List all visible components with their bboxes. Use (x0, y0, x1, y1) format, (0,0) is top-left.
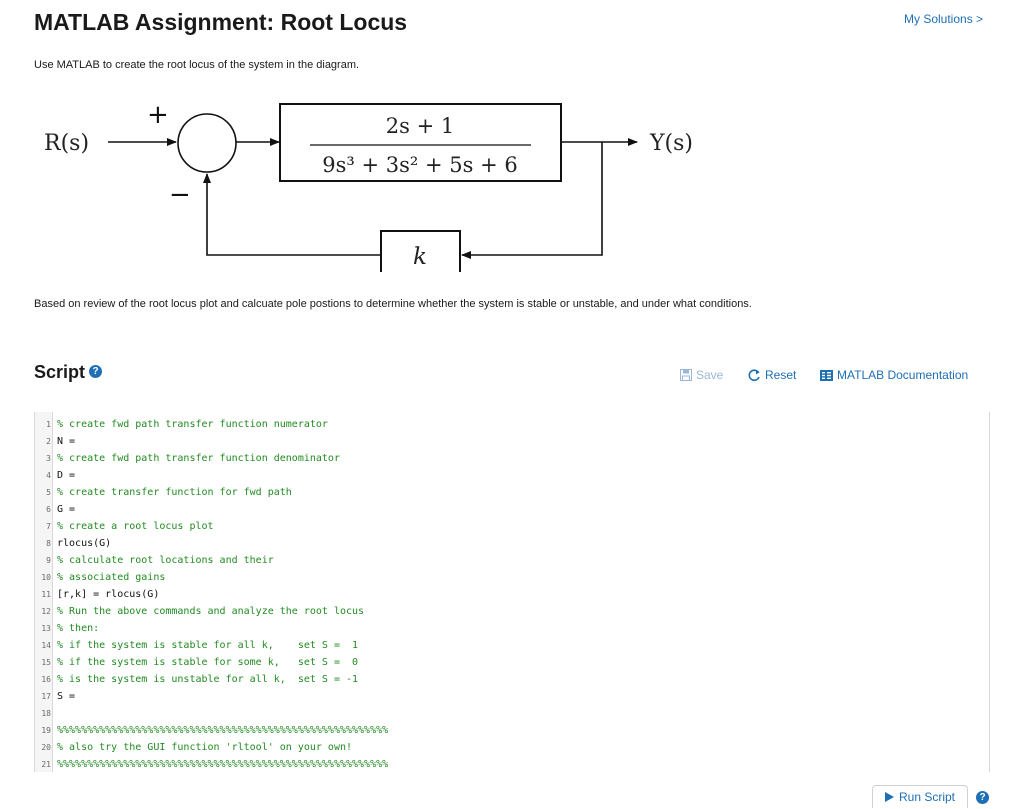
code-text[interactable]: [r,k] = rlocus(G) (57, 589, 160, 600)
code-line[interactable]: 2 N = (35, 433, 975, 450)
line-number: 5 (46, 488, 51, 497)
help-icon[interactable]: ? (89, 364, 103, 378)
code-line[interactable]: 5 % create transfer function for fwd path (35, 484, 975, 501)
code-line[interactable]: 19%%%%%%%%%%%%%%%%%%%%%%%%%%%%%%%%%%%%%%… (35, 722, 975, 739)
save-button[interactable]: Save (680, 368, 723, 382)
instructions-text: Use MATLAB to create the root locus of t… (34, 59, 360, 71)
line-number: 2 (46, 437, 51, 446)
line-number: 20 (41, 743, 51, 752)
code-text[interactable]: N = (57, 436, 76, 447)
feedback-path-right (461, 142, 603, 259)
code-line[interactable]: 3 % create fwd path transfer function den… (35, 450, 975, 467)
question-text: Based on review of the root locus plot a… (34, 298, 752, 310)
feedback-path-left (203, 173, 381, 256)
code-text[interactable]: % if the system is stable for all k, set… (57, 640, 359, 651)
line-number: 15 (41, 658, 51, 667)
feedback-block (380, 230, 461, 272)
save-icon (680, 369, 692, 381)
input-label: R(s) (44, 131, 89, 156)
matlab-documentation-link[interactable]: MATLAB Documentation (820, 368, 968, 382)
code-line[interactable]: 6 G = (35, 501, 975, 518)
code-text[interactable]: % create transfer function for fwd path (57, 487, 292, 498)
reset-button[interactable]: Reset (748, 368, 796, 382)
code-line[interactable]: 9 % calculate root locations and their (35, 552, 975, 569)
code-line[interactable]: 7 % create a root locus plot (35, 518, 975, 535)
code-line[interactable]: 18 (35, 705, 975, 722)
code-line[interactable]: 14 % if the system is stable for all k, s… (35, 637, 975, 654)
line-number: 11 (41, 590, 51, 599)
code-text[interactable]: % calculate root locations and their (57, 555, 274, 566)
run-script-button[interactable]: Run Script (872, 785, 968, 808)
line-number: 8 (46, 539, 51, 548)
code-text[interactable]: % create fwd path transfer function nume… (57, 419, 328, 430)
documentation-label: MATLAB Documentation (837, 368, 969, 382)
code-line[interactable]: 8 rlocus(G) (35, 535, 975, 552)
tf-denominator: 9s³ + 3s² + 5s + 6 (322, 153, 517, 177)
script-heading: Script? (34, 362, 103, 383)
line-number: 17 (41, 692, 51, 701)
reset-label: Reset (765, 368, 797, 382)
line-number: 3 (46, 454, 51, 463)
code-line[interactable]: 1 % create fwd path transfer function num… (35, 416, 975, 433)
my-solutions-link[interactable]: My Solutions > (904, 12, 984, 26)
line-number: 4 (46, 471, 51, 480)
line-number: 18 (41, 709, 51, 718)
line-number: 10 (41, 573, 51, 582)
code-text[interactable]: % then: (57, 623, 100, 634)
output-label: Y(s) (649, 131, 693, 156)
line-number: 1 (46, 420, 51, 429)
line-number: 16 (41, 675, 51, 684)
code-text[interactable]: % also try the GUI function 'rltool' on … (57, 742, 353, 753)
line-number: 13 (41, 624, 51, 633)
code-text[interactable]: %%%%%%%%%%%%%%%%%%%%%%%%%%%%%%%%%%%%%%%%… (57, 759, 389, 770)
save-label: Save (696, 368, 724, 382)
code-text[interactable]: % is the system is unstable for all k, s… (57, 674, 359, 685)
code-line[interactable]: 16 % is the system is unstable for all k,… (35, 671, 975, 688)
code-editor[interactable]: 1 % create fwd path transfer function num… (34, 412, 990, 772)
page-title: MATLAB Assignment: Root Locus (34, 9, 408, 35)
code-line[interactable]: 15 % if the system is stable for some k, … (35, 654, 975, 671)
line-number: 14 (41, 641, 51, 650)
script-heading-label: Script (34, 362, 86, 382)
code-line[interactable]: 10 % associated gains (35, 569, 975, 586)
summing-junction (177, 113, 237, 173)
code-line[interactable]: 12 % Run the above commands and analyze t… (35, 603, 975, 620)
minus-sign: − (169, 180, 191, 210)
line-number: 12 (41, 607, 51, 616)
line-number: 6 (46, 505, 51, 514)
code-text[interactable]: rlocus(G) (57, 538, 112, 549)
feedback-gain: k (413, 244, 427, 270)
line-number: 19 (41, 726, 51, 735)
code-text[interactable]: G = (57, 504, 76, 515)
line-number: 7 (46, 522, 51, 531)
help-icon[interactable]: ? (976, 791, 989, 804)
documentation-icon (820, 369, 833, 381)
plus-sign: + (147, 100, 169, 130)
code-text[interactable]: % if the system is stable for some k, se… (57, 657, 359, 668)
code-text[interactable]: %%%%%%%%%%%%%%%%%%%%%%%%%%%%%%%%%%%%%%%%… (57, 725, 389, 736)
block-diagram: R(s) + − 2s + 1 9s³ + 3s² + 5s + 6 Y(s) … (44, 100, 693, 272)
code-text[interactable]: % associated gains (57, 572, 166, 583)
code-line[interactable]: 20 % also try the GUI function 'rltool' o… (35, 739, 975, 756)
line-number-gutter (35, 412, 53, 772)
run-script-label: Run Script (898, 790, 956, 804)
code-text[interactable]: % create fwd path transfer function deno… (57, 453, 340, 464)
play-icon (884, 792, 894, 802)
reset-icon (748, 368, 760, 381)
code-line[interactable]: 17 S = (35, 688, 975, 705)
code-line[interactable]: 13 % then: (35, 620, 975, 637)
line-number: 21 (41, 760, 51, 769)
code-text[interactable]: % Run the above commands and analyze the… (57, 606, 365, 617)
plant-block (279, 103, 562, 182)
code-line[interactable]: 21%%%%%%%%%%%%%%%%%%%%%%%%%%%%%%%%%%%%%%… (35, 756, 975, 773)
code-line[interactable]: 4 D = (35, 467, 975, 484)
tf-numerator: 2s + 1 (386, 114, 454, 138)
code-text[interactable]: D = (57, 470, 76, 481)
code-text[interactable]: S = (57, 691, 76, 702)
code-text[interactable]: % create a root locus plot (57, 521, 214, 532)
line-number: 9 (46, 556, 51, 565)
code-line[interactable]: 11 [r,k] = rlocus(G) (35, 586, 975, 603)
